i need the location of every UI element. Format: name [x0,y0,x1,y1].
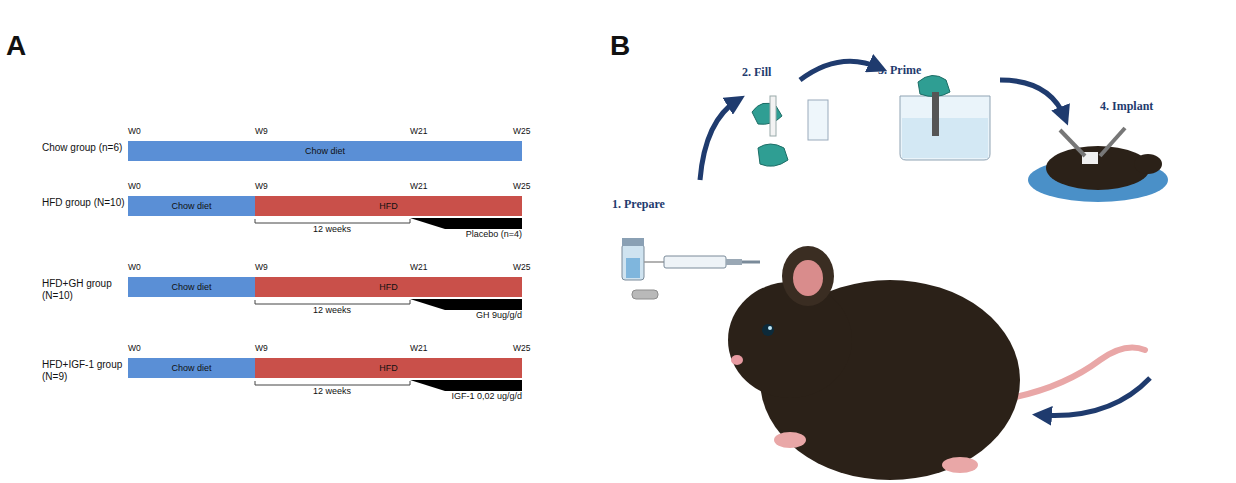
implant-scene [1028,128,1168,202]
duration-label: 12 weeks [313,386,351,396]
week-marker: W9 [255,127,268,137]
step-label: 1. Prepare [612,198,665,212]
bar-label: HFD [379,363,398,373]
step-label: 3. Prime [878,64,921,78]
group-label: HFD+GH group (N=10) [42,278,126,301]
syringe-vial [622,238,760,299]
dose-label: GH 9ug/g/d [476,310,522,320]
bar-label: Chow diet [171,282,211,292]
step-label: 2. Fill [742,66,771,80]
group-label: HFD group (N=10) [42,197,126,209]
week-marker: W25 [513,182,530,192]
bar-label: Chow diet [305,146,345,156]
bar-label: Chow diet [171,201,211,211]
bar-label: Chow diet [171,363,211,373]
week-marker: W21 [410,263,427,273]
bar-label: HFD [379,282,398,292]
week-marker: W25 [513,344,530,354]
panel-letter: B [610,30,630,62]
group-label: Chow group (n=6) [42,142,126,154]
duration-label: 12 weeks [313,305,351,315]
hfd-bar: HFD [255,358,522,378]
step-arrows [700,61,1150,415]
mouse-figure [728,246,1145,480]
week-marker: W0 [128,263,141,273]
chow-diet-bar: Chow diet [128,196,255,216]
duration-label: 12 weeks [313,224,351,234]
dose-label: IGF-1 0,02 ug/g/d [451,391,522,401]
dose-label: Placebo (n=4) [466,229,522,239]
priming-beaker [900,75,990,160]
week-marker: W21 [410,182,427,192]
week-marker: W25 [513,263,530,273]
group-label: HFD+IGF-1 group (N=9) [42,359,126,382]
week-marker: W9 [255,182,268,192]
week-marker: W0 [128,344,141,354]
panel-letter: A [6,30,26,62]
week-marker: W9 [255,263,268,273]
week-marker: W9 [255,344,268,354]
hfd-bar: HFD [255,277,522,297]
chow-diet-bar: Chow diet [128,141,522,161]
week-marker: W25 [513,127,530,137]
step-label: 4. Implant [1100,100,1153,114]
chow-diet-bar: Chow diet [128,358,255,378]
chow-diet-bar: Chow diet [128,277,255,297]
week-marker: W0 [128,127,141,137]
gloved-hands [752,96,828,166]
week-marker: W0 [128,182,141,192]
week-marker: W21 [410,344,427,354]
week-marker: W21 [410,127,427,137]
hfd-bar: HFD [255,196,522,216]
bar-label: HFD [379,201,398,211]
